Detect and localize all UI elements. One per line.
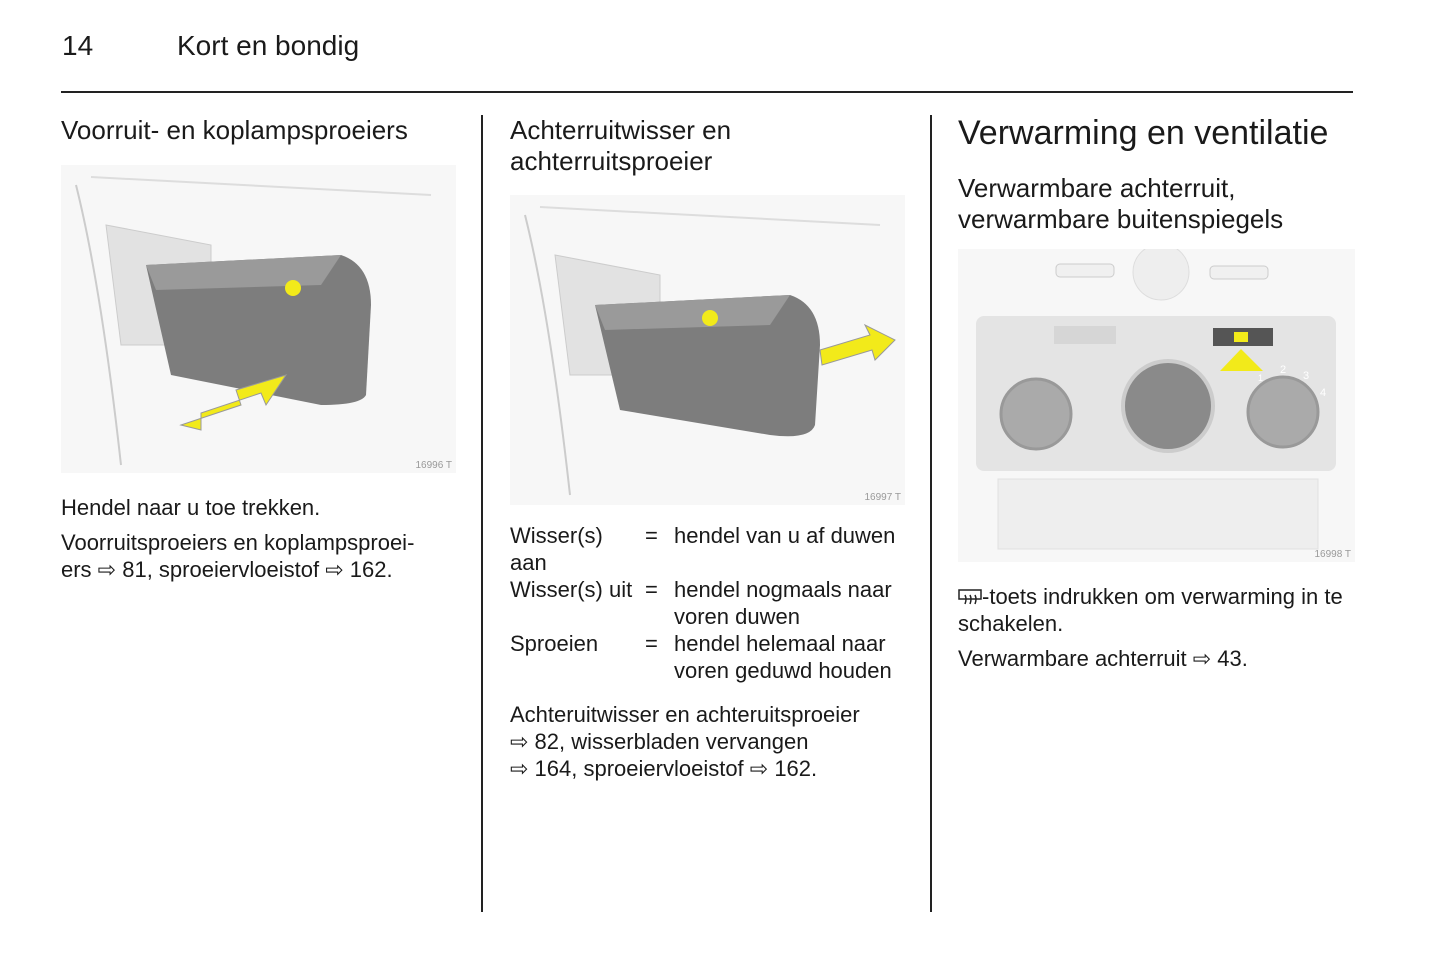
column-heating: Verwarming en ventilatie Verwarmbare ach…	[958, 113, 1358, 672]
column-divider	[481, 115, 483, 912]
table-row: Wisser(s) uit = hendel nogmaals naar vor…	[510, 576, 908, 630]
figure-number: 16998 T	[1314, 549, 1351, 560]
page-number: 14	[62, 30, 94, 61]
table-row: Wisser(s) aan = hendel van u af duwen	[510, 522, 908, 576]
wiper-stalk-illustration	[524, 206, 896, 496]
figure-number: 16996 T	[415, 460, 452, 471]
wiper-stalk-illustration	[75, 176, 432, 466]
column-divider	[930, 115, 932, 912]
knob-label: 3	[1303, 370, 1309, 382]
paragraph-reference: Verwarmbare achterruit ⇨ 43.	[958, 646, 1248, 671]
table-row: Sproeien = hendel helemaal naar voren ge…	[510, 630, 908, 684]
heading-windscreen-washers: Voorruit- en koplampsproeiers	[61, 115, 408, 145]
paragraph-reference: Voorruitsproeiers en koplampsproei- ers …	[61, 530, 415, 582]
row-equals: =	[645, 577, 658, 602]
row-label: Sproeien	[510, 631, 599, 656]
knob-label: 2	[1280, 364, 1286, 376]
header-rule	[61, 91, 1353, 93]
knob-label: 4	[1320, 387, 1326, 399]
section-title: Kort en bondig	[177, 30, 360, 61]
paragraph-text: -toets indrukken om verwarming in te sch…	[958, 584, 1343, 636]
row-value: hendel nogmaals naar voren duwen	[674, 577, 892, 629]
paragraph: Hendel naar u toe trekken.	[61, 495, 321, 520]
climate-panel-illustration: 2 3 4 1	[976, 249, 1336, 550]
row-equals: =	[645, 631, 658, 656]
figure-wiper-stalk-push: 16997 T	[510, 195, 905, 505]
row-label: Wisser(s) uit	[510, 577, 633, 602]
figure-wiper-stalk-pull: 16996 T	[61, 165, 456, 473]
column-windscreen-washer: Voorruit- en koplampsproeiers 16996 T He…	[61, 115, 461, 583]
wiper-functions-table: Wisser(s) aan = hendel van u af duwen Wi…	[510, 522, 908, 684]
column-rear-wiper: Achterruitwisser en achterruitsproeier 1…	[510, 115, 910, 782]
paragraph-reference: Achteruitwisser en achteruitsproeier ⇨ 8…	[510, 702, 860, 781]
heading-rear-wiper: Achterruitwisser en achterruitsproeier	[510, 115, 732, 176]
heading-heated-rear-window: Verwarmbare achterruit, verwarmbare buit…	[958, 173, 1284, 234]
row-equals: =	[645, 523, 658, 548]
row-value: hendel van u af duwen	[674, 523, 896, 548]
figure-climate-panel: 2 3 4 1 16998 T	[958, 249, 1355, 562]
row-label: Wisser(s) aan	[510, 523, 603, 575]
knob-label: 1	[1258, 373, 1263, 383]
figure-number: 16997 T	[864, 492, 901, 503]
row-value: hendel helemaal naar voren geduwd houden	[674, 631, 892, 683]
title-heating-ventilation: Verwarming en ventilatie	[958, 114, 1329, 152]
rear-window-heating-icon	[958, 585, 982, 605]
paragraph: -toets indrukken om verwarming in te sch…	[958, 583, 1358, 637]
